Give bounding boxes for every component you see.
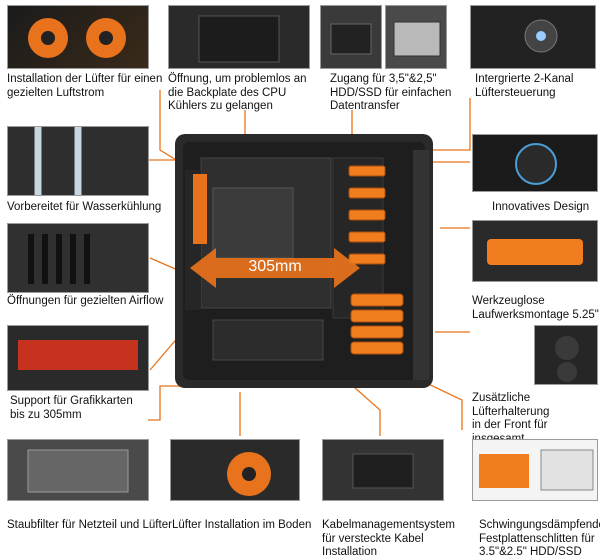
- dust-filter-photo: [7, 439, 149, 501]
- gpu-caption: Support für Grafikkarten bis zu 305mm: [10, 395, 133, 421]
- hdd-sled-photo: [472, 439, 598, 501]
- bottom-fan-photo: [170, 439, 300, 501]
- backplate-caption: Öffnung, um problemlos an die Backplate …: [168, 73, 307, 112]
- fan-control-caption: Intergrierte 2-Kanal Lüftersteuerung: [475, 73, 574, 99]
- dust-caption: Staubfilter für Netzteil und Lüfter: [7, 519, 172, 531]
- gpu-photo: [7, 325, 149, 391]
- leader-fan-control: [420, 98, 471, 151]
- airflow-caption: Öffnungen für gezielten Airflow: [7, 295, 164, 307]
- fan-photo: [7, 5, 149, 69]
- hdd-tray: [350, 325, 404, 339]
- fan-control-photo: [470, 5, 596, 69]
- airflow-photo: [7, 223, 149, 293]
- bay-latch: [348, 165, 386, 177]
- width-label: 305mm: [248, 258, 302, 275]
- front-fan-photo: [534, 325, 598, 385]
- hdd-dock-photo-1: [320, 5, 382, 69]
- damping-caption: Schwingungsdämpfende Festplattenschlitte…: [479, 519, 600, 558]
- hdd-tray: [350, 341, 404, 355]
- case-interior-image: [175, 134, 433, 388]
- hdd-access-caption: Zugang für 3,5"&2,5" HDD/SSD für einfach…: [330, 73, 452, 112]
- width-arrow: [190, 248, 360, 288]
- hdd-dock-photo-2: [385, 5, 447, 69]
- cables-caption: Kabelmanagementsystem für versteckte Kab…: [322, 519, 455, 558]
- hdd-tray: [350, 293, 404, 307]
- fans-caption: Installation der Lüfter für einen geziel…: [7, 73, 163, 99]
- leader-dust: [148, 385, 190, 421]
- bay-latch: [348, 209, 386, 221]
- cable-photo: [322, 439, 444, 501]
- watercool-caption: Vorbereitet für Wasserkühlung: [7, 201, 162, 213]
- hdd-tray: [350, 309, 404, 323]
- design-caption: Innovatives Design: [492, 201, 590, 213]
- watercool-photo: [7, 126, 149, 196]
- bay-latch: [348, 253, 386, 265]
- design-photo: [472, 134, 598, 192]
- toolless-caption: Werkzeuglose Laufwerksmontage 5.25": [472, 295, 599, 321]
- bay-latch: [348, 231, 386, 243]
- bay-latch: [348, 187, 386, 199]
- bottom-fan-caption: Lüfter Installation im Boden: [172, 519, 312, 531]
- backplate-photo: [168, 5, 310, 69]
- leader-damping: [419, 379, 463, 430]
- toolless-photo: [472, 220, 598, 282]
